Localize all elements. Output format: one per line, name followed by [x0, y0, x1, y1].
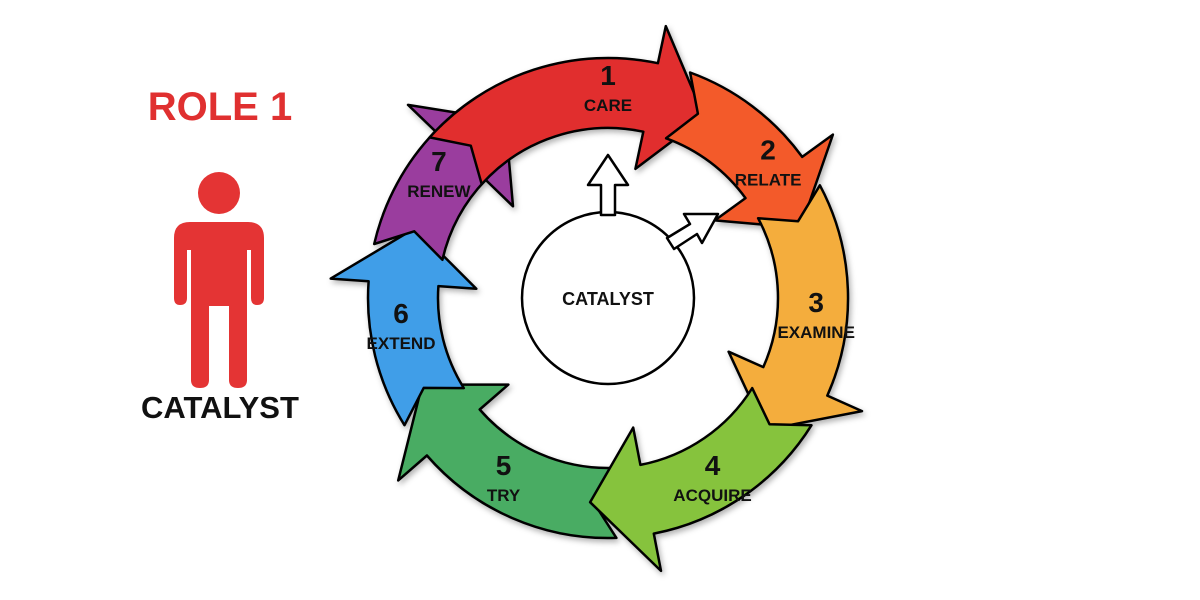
center-hub: CATALYST [520, 210, 696, 386]
center-label: CATALYST [562, 289, 654, 309]
step-label-renew: RENEW [407, 182, 471, 201]
person-label: CATALYST [141, 390, 299, 425]
hub-arrow-care [586, 153, 630, 217]
step-label-examine: EXAMINE [777, 323, 854, 342]
role-title: ROLE 1 [148, 85, 292, 129]
step-label-extend: EXTEND [367, 334, 436, 353]
step-number: 5 [496, 450, 512, 481]
step-label-care: CARE [584, 96, 632, 115]
step-number: 6 [393, 298, 409, 329]
step-arrow-care [428, 24, 706, 186]
person-icon [174, 172, 264, 388]
step-number: 2 [760, 135, 776, 166]
step-arrow-try [396, 383, 618, 540]
step-arrow-acquire [588, 386, 813, 573]
cycle-ring [329, 24, 864, 573]
step-number: 3 [808, 287, 824, 318]
hub-arrow-relate [665, 212, 720, 251]
step-label-try: TRY [487, 486, 521, 505]
step-label-acquire: ACQUIRE [673, 486, 751, 505]
step-label-relate: RELATE [735, 171, 802, 190]
step-number: 7 [431, 146, 447, 177]
step-number: 4 [705, 450, 721, 481]
step-number: 1 [600, 60, 616, 91]
